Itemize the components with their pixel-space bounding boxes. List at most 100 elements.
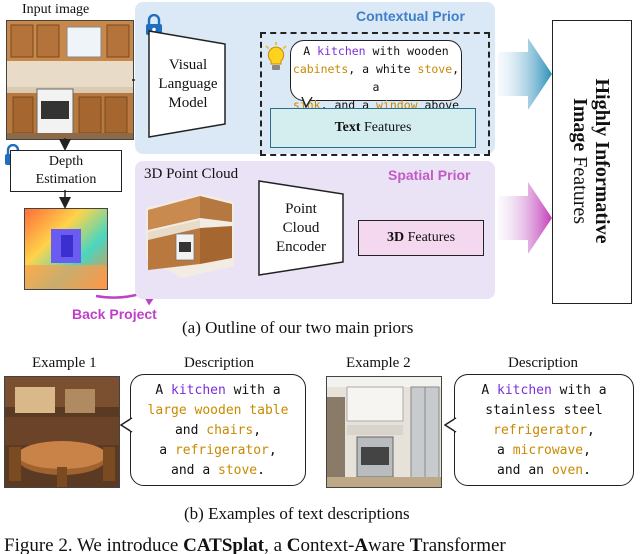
point-cloud-label: 3D Point Cloud bbox=[144, 166, 239, 182]
description-line: and an oven. bbox=[455, 461, 633, 481]
caption-a: (a) Outline of our two main priors bbox=[182, 318, 414, 337]
context-dashed-group bbox=[260, 32, 490, 156]
output-bold-1: Highly Informative bbox=[591, 78, 613, 244]
description-line: A kitchen with a bbox=[455, 381, 633, 401]
depth-label-2: Estimation bbox=[35, 172, 97, 187]
attribute-keyword: cabinets bbox=[292, 62, 349, 76]
description2-label: Description bbox=[508, 355, 578, 371]
back-project-label: Back Project bbox=[72, 306, 157, 322]
attribute-keyword: refrigerator bbox=[174, 443, 269, 458]
pc-encoder-label-1: Point bbox=[285, 200, 317, 217]
bubble-tail bbox=[301, 97, 313, 109]
figure-caption-c2: A bbox=[354, 535, 369, 554]
attribute-keyword: large wooden table bbox=[147, 403, 289, 418]
description-line: refrigerator, bbox=[455, 421, 633, 441]
figure-caption-w3: ransformer bbox=[422, 535, 506, 554]
plain-text: a bbox=[497, 443, 513, 458]
pc-encoder-label-3: Encoder bbox=[276, 238, 326, 255]
description-line: a refrigerator, bbox=[131, 441, 305, 461]
plain-text: , bbox=[253, 423, 262, 438]
3d-features-rest: Features bbox=[404, 230, 456, 245]
plain-text: a bbox=[159, 443, 175, 458]
text-features-rest: Features bbox=[360, 120, 412, 135]
bubble-tail-1 bbox=[120, 417, 134, 433]
figure-caption-w2: ware bbox=[368, 535, 410, 554]
contextual-prior-title: Contextual Prior bbox=[356, 8, 465, 24]
example1-image bbox=[4, 376, 120, 488]
vlm-trapezoid bbox=[148, 30, 226, 138]
plain-text: with a bbox=[551, 383, 607, 398]
depth-estimation-box: Depth Estimation bbox=[10, 150, 122, 192]
plain-text: with wooden bbox=[365, 44, 449, 58]
pc-encoder-label: Point Cloud Encoder bbox=[258, 180, 344, 276]
vlm-label-1: Visual bbox=[168, 56, 208, 73]
figure-caption-mid: , a bbox=[264, 535, 287, 554]
plain-text: stainless steel bbox=[485, 403, 603, 418]
attribute-keyword: refrigerator bbox=[493, 423, 588, 438]
output-features-label: Highly Informative Image Features bbox=[569, 79, 613, 244]
attribute-keyword: microwave bbox=[512, 443, 584, 458]
object-keyword: kitchen bbox=[171, 383, 226, 398]
figure-caption-name: CATSplat bbox=[183, 535, 265, 554]
object-keyword: kitchen bbox=[317, 44, 366, 58]
example2-label: Example 2 bbox=[346, 355, 411, 371]
spatial-arrow bbox=[498, 182, 552, 254]
figure-caption-w1: ontext- bbox=[300, 535, 355, 554]
plain-text: and an bbox=[497, 463, 552, 478]
plain-text: , bbox=[268, 443, 277, 458]
input-image-label: Input image bbox=[22, 2, 90, 17]
plain-text: , bbox=[583, 443, 591, 458]
vlm-label-2: Language bbox=[158, 75, 218, 92]
plain-text: A bbox=[481, 383, 498, 398]
attribute-keyword: stove bbox=[417, 62, 453, 76]
spatial-prior-title: Spatial Prior bbox=[388, 167, 471, 183]
figure-caption: Figure 2. We introduce CATSplat, a Conte… bbox=[4, 535, 506, 554]
attribute-keyword: chairs bbox=[206, 423, 254, 438]
plain-text: A bbox=[155, 383, 172, 398]
output-bold-2: Image bbox=[569, 97, 591, 152]
figure-caption-prefix: Figure 2. We introduce bbox=[4, 535, 184, 554]
text-features-box: Text Features bbox=[270, 108, 476, 148]
plain-text: , bbox=[587, 423, 595, 438]
description-line: A kitchen with a bbox=[131, 381, 305, 401]
plain-text: , a white bbox=[348, 62, 418, 76]
description-line: stainless steel bbox=[455, 401, 633, 421]
depth-map bbox=[24, 208, 108, 290]
input-image bbox=[6, 20, 134, 140]
depth-label-1: Depth bbox=[48, 154, 84, 169]
plain-text: . bbox=[257, 463, 265, 478]
description-line: a microwave, bbox=[455, 441, 633, 461]
plain-text: and a bbox=[171, 463, 218, 478]
description2-bubble: A kitchen with a stainless steel refrige… bbox=[454, 374, 634, 486]
pc-encoder-label-2: Cloud bbox=[282, 219, 320, 236]
figure-caption-c1: C bbox=[286, 535, 301, 554]
plain-text: with a bbox=[225, 383, 281, 398]
output-features-box bbox=[552, 20, 632, 304]
description-line: and chairs, bbox=[131, 421, 305, 441]
figure-caption-c3: T bbox=[409, 535, 423, 554]
vlm-label: Visual Language Model bbox=[148, 30, 228, 138]
description-line: cabinets, a white stove, a bbox=[291, 60, 461, 96]
contextual-arrow bbox=[498, 38, 552, 110]
description1-label: Description bbox=[184, 355, 254, 371]
plain-text: A bbox=[303, 44, 318, 58]
3d-features-bold: 3D bbox=[386, 230, 405, 245]
plain-text: . bbox=[583, 463, 591, 478]
bubble-tail-2 bbox=[444, 417, 458, 433]
point-cloud-image bbox=[142, 188, 238, 280]
example1-label: Example 1 bbox=[32, 355, 97, 371]
attribute-keyword: oven bbox=[551, 463, 584, 478]
attribute-keyword: stove bbox=[218, 463, 258, 478]
plain-text: and bbox=[174, 423, 207, 438]
pc-encoder-trapezoid bbox=[258, 180, 344, 276]
description-line: large wooden table bbox=[131, 401, 305, 421]
3d-features-box: 3D Features bbox=[358, 220, 484, 256]
lightbulb-icon bbox=[264, 42, 288, 77]
plain-text: , a bbox=[372, 62, 460, 94]
caption-b: (b) Examples of text descriptions bbox=[184, 504, 410, 523]
description1-bubble: A kitchen with a large wooden table and … bbox=[130, 374, 306, 486]
output-rest: Features bbox=[569, 151, 591, 225]
object-keyword: kitchen bbox=[497, 383, 552, 398]
